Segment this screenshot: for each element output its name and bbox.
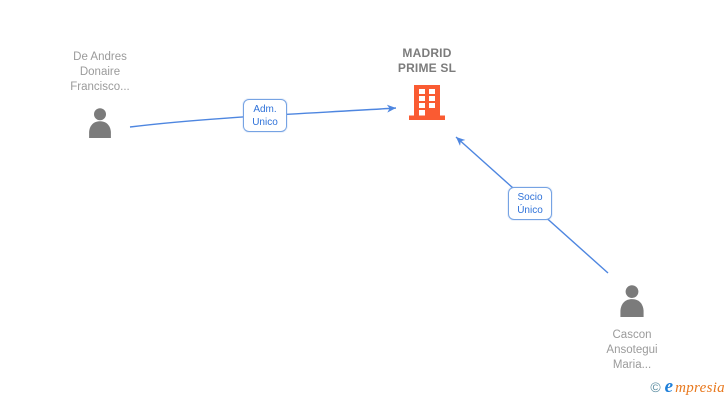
building-icon xyxy=(407,84,447,126)
person-name: Cascon Ansotegui Maria... xyxy=(606,329,658,371)
person-node-de-andres[interactable]: De Andres Donaire Francisco... xyxy=(40,50,160,144)
company-node-madrid-prime-sl[interactable]: MADRID PRIME SL xyxy=(364,46,490,126)
company-name: MADRID PRIME SL xyxy=(397,46,457,75)
person-node-cascon[interactable]: Cascon Ansotegui Maria... xyxy=(571,284,693,373)
relation-label-adm-unico: Adm. Unico xyxy=(243,99,287,132)
person-icon xyxy=(616,284,648,323)
empresia-logo[interactable]: © e mpresia xyxy=(650,377,725,397)
logo-brand-rest: mpresia xyxy=(675,380,725,396)
person-icon xyxy=(85,107,115,144)
copyright-icon: © xyxy=(650,379,661,395)
relation-label-socio-unico: Socio Único xyxy=(508,187,552,220)
person-name: De Andres Donaire Francisco... xyxy=(70,51,130,93)
logo-brand-initial: e xyxy=(664,376,674,397)
